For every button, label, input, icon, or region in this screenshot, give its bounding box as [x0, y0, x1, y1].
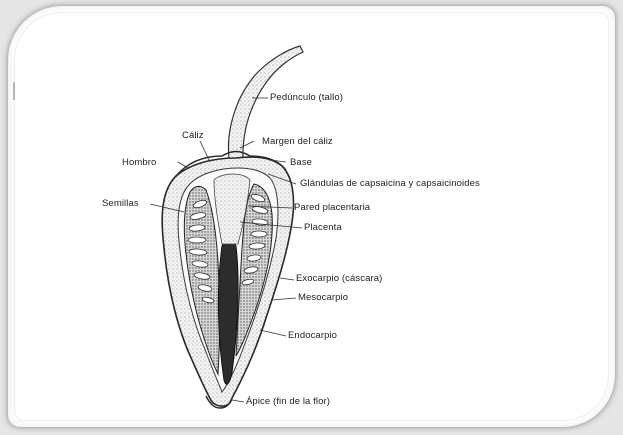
label-glands: Glándulas de capsaicina y capsaicinoides — [300, 178, 480, 189]
label-shoulder: Hombro — [122, 157, 156, 168]
label-calyx: Cáliz — [182, 130, 204, 141]
label-apex: Ápice (fin de la flor) — [246, 396, 330, 407]
label-placenta: Placenta — [304, 222, 342, 233]
label-endocarp: Endocarpio — [288, 330, 337, 341]
label-calyx-margin: Margen del cáliz — [262, 136, 333, 147]
label-mesocarp: Mesocarpio — [298, 292, 348, 303]
label-peduncle: Pedúnculo (tallo) — [270, 92, 343, 103]
label-seeds: Semillas — [102, 198, 139, 209]
label-exocarp: Exocarpio (cáscara) — [296, 273, 382, 284]
label-base: Base — [290, 157, 312, 168]
label-placental-wall: Pared placentaria — [294, 202, 370, 213]
